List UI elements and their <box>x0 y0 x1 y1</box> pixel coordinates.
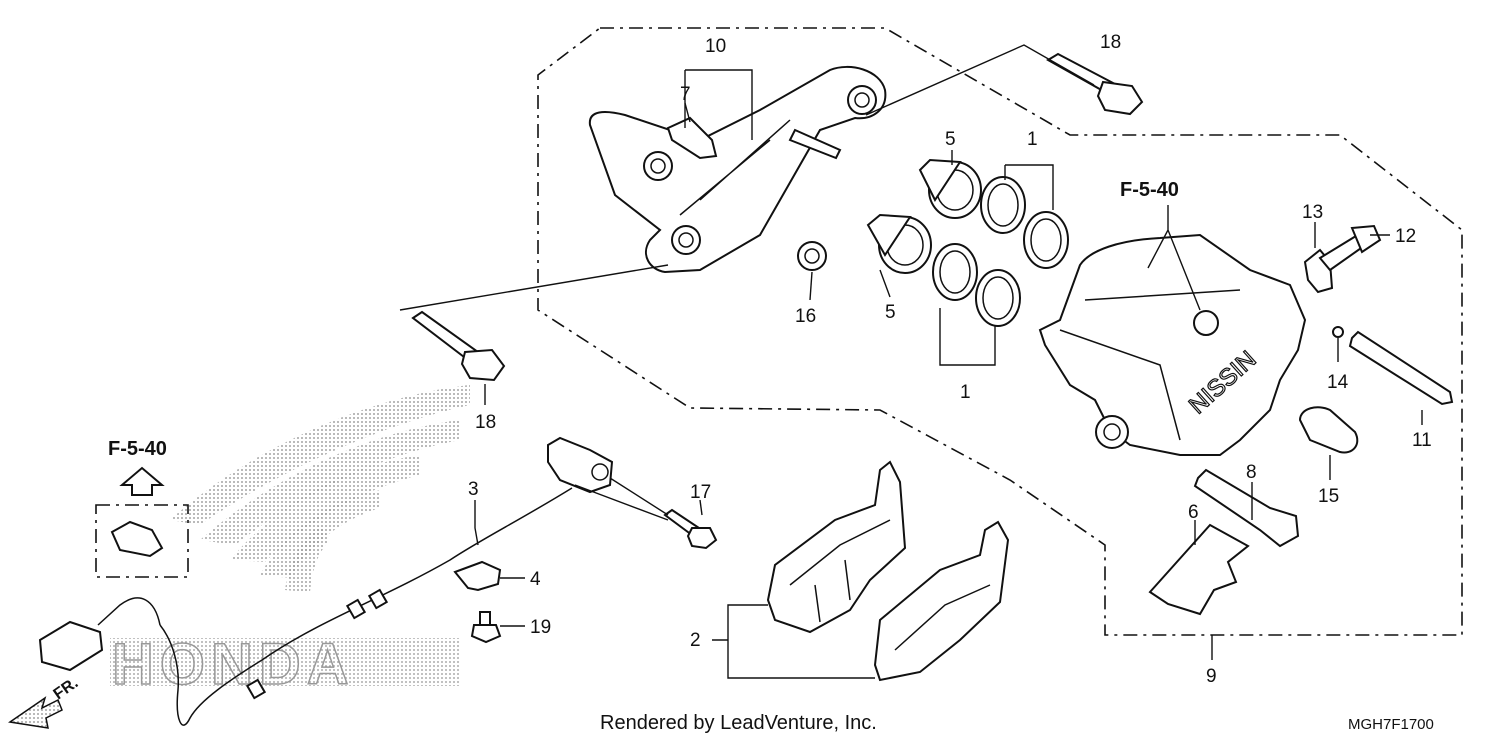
bracket-bolt-top <box>1046 52 1144 116</box>
callout-16: 16 <box>795 306 816 327</box>
brake-pad-front <box>766 460 907 634</box>
callout-2: 2 <box>690 630 701 651</box>
caliper-bracket <box>588 65 887 274</box>
up-arrow-icon <box>119 466 165 496</box>
callout-13: 13 <box>1302 202 1323 223</box>
render-credit: Rendered by LeadVenture, Inc. <box>600 712 877 734</box>
callout-6: 6 <box>1188 502 1199 523</box>
callout-9: 9 <box>1206 666 1217 687</box>
boot-16 <box>797 241 827 271</box>
piston-seals <box>932 176 1069 327</box>
callout-15: 15 <box>1318 486 1339 507</box>
caliper-reference-label: F-5-40 <box>1120 179 1179 201</box>
callout-3: 3 <box>468 479 479 500</box>
callout-10: 10 <box>705 36 726 57</box>
front-marker-label: FR. <box>51 675 82 704</box>
bracket-bolt-lower <box>411 310 506 382</box>
speed-sensor <box>38 436 614 726</box>
callout-18-top: 18 <box>1100 32 1121 53</box>
clamp-bolt <box>470 611 502 644</box>
bracket-assembly-boundary <box>537 27 1463 636</box>
pad-spring <box>1148 523 1250 616</box>
callout-11: 11 <box>1412 430 1432 451</box>
piston-lower <box>866 213 932 274</box>
piston-upper <box>918 158 982 219</box>
sensor-bolt <box>663 508 718 550</box>
sensor-reference-label: F-5-40 <box>108 438 167 460</box>
diagram-code: MGH7F1700 <box>1348 716 1434 733</box>
slide-pin <box>1193 468 1300 548</box>
honda-wordmark: HONDA <box>112 632 355 697</box>
callout-14: 14 <box>1327 372 1349 393</box>
callout-17: 17 <box>690 482 711 503</box>
callout-1-top: 1 <box>1027 129 1038 150</box>
sensor-clip <box>110 520 164 558</box>
caliper-body: NISSIN <box>1038 233 1307 456</box>
callout-labels: 10 7 18 5 1 5 16 1 13 12 14 11 15 8 6 9 … <box>468 32 1432 687</box>
plug-14 <box>1332 326 1344 338</box>
brake-pad-rear <box>873 520 1010 682</box>
callout-7: 7 <box>680 84 691 105</box>
front-direction-arrow: FR. <box>8 675 82 729</box>
sensor-detail-boundary <box>95 504 189 578</box>
honda-watermark: HONDA <box>110 385 470 698</box>
callout-4: 4 <box>530 569 541 590</box>
callout-5-top: 5 <box>945 129 956 150</box>
cable-clamp <box>453 560 502 592</box>
leader-lines <box>399 44 1423 679</box>
callout-18-lower: 18 <box>475 412 496 433</box>
callout-1-lower: 1 <box>960 382 971 403</box>
callout-12: 12 <box>1395 226 1416 247</box>
bleeder-valve <box>1318 224 1382 272</box>
callout-8: 8 <box>1246 462 1257 483</box>
pad-retainer <box>666 116 718 160</box>
pin-plug <box>1298 406 1359 454</box>
callout-5-lower: 5 <box>885 302 896 323</box>
callout-19: 19 <box>530 617 551 638</box>
pad-pin <box>1348 330 1454 406</box>
